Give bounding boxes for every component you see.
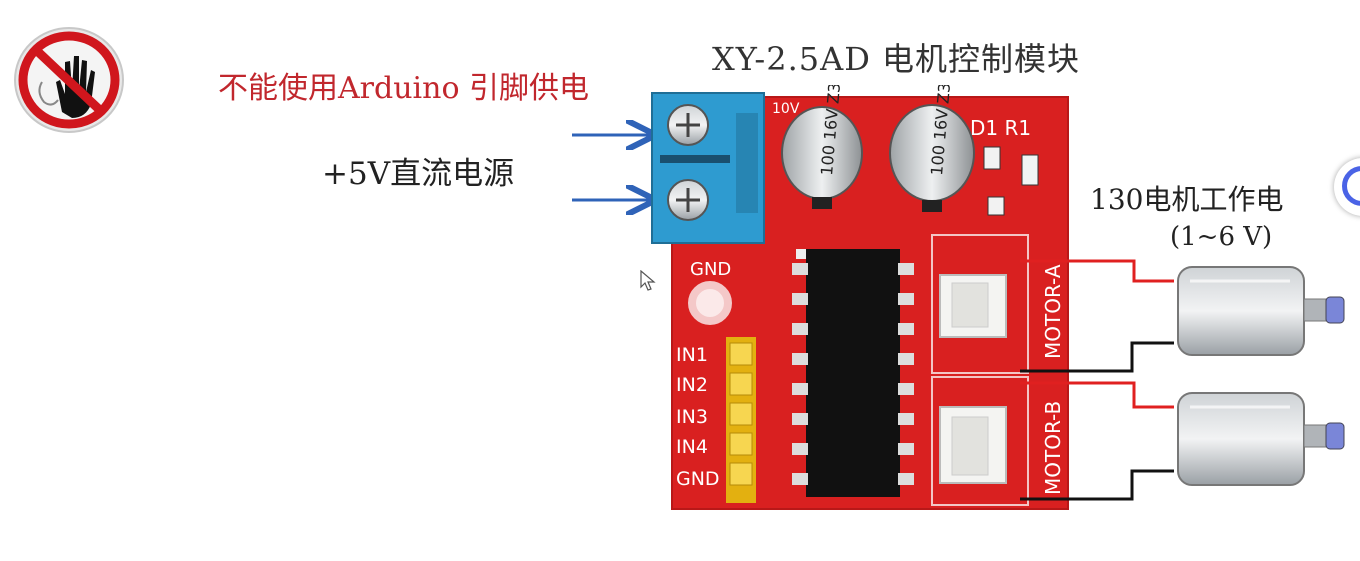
silk-motor-a: MOTOR-A (1041, 264, 1065, 359)
power-label: +5V直流电源 (322, 156, 515, 192)
gnd-mount-hole (688, 281, 732, 325)
silk-in2: IN2 (676, 374, 708, 396)
module-diagram: 10V 100 16V Z37 100 16V Z37 D1 R1 GND (572, 85, 1345, 510)
silk-d1r1: D1 R1 (970, 116, 1031, 140)
no-hand-icon (14, 27, 124, 133)
mouse-cursor-icon (640, 270, 656, 291)
silk-gnd-top: GND (690, 259, 731, 280)
smd-d1 (983, 146, 1001, 170)
motor-a (1177, 266, 1345, 356)
warning-text: 不能使用Arduino 引脚供电 (218, 71, 590, 106)
silk-motor-b: MOTOR-B (1041, 401, 1065, 495)
silk-in1: IN1 (676, 344, 708, 366)
motor-range: (1~6 V) (1170, 222, 1273, 252)
capacitor-right: 100 16V Z37 (889, 85, 975, 212)
input-pin-header (726, 337, 756, 503)
silk-in3: IN3 (676, 406, 708, 428)
wire-b-red (1020, 381, 1174, 409)
connector-motor-b (939, 406, 1007, 484)
driver-ic (792, 249, 914, 497)
capacitor-left: 100 16V Z37 (781, 85, 863, 209)
wire-a-red (1020, 259, 1174, 283)
silk-in4: IN4 (676, 436, 708, 458)
screw-terminal (651, 92, 765, 244)
wire-a-black (1020, 341, 1174, 373)
page-title: XY-2.5AD 电机控制模块 (712, 40, 1081, 78)
motor-b (1177, 392, 1345, 486)
connector-motor-a (939, 274, 1007, 338)
silk-gnd-bottom: GND (676, 468, 720, 490)
smd-r1 (1021, 154, 1039, 186)
motor-label: 130电机工作电 (1090, 183, 1284, 216)
silk-10v: 10V (772, 101, 800, 117)
wire-b-black (1020, 469, 1174, 501)
